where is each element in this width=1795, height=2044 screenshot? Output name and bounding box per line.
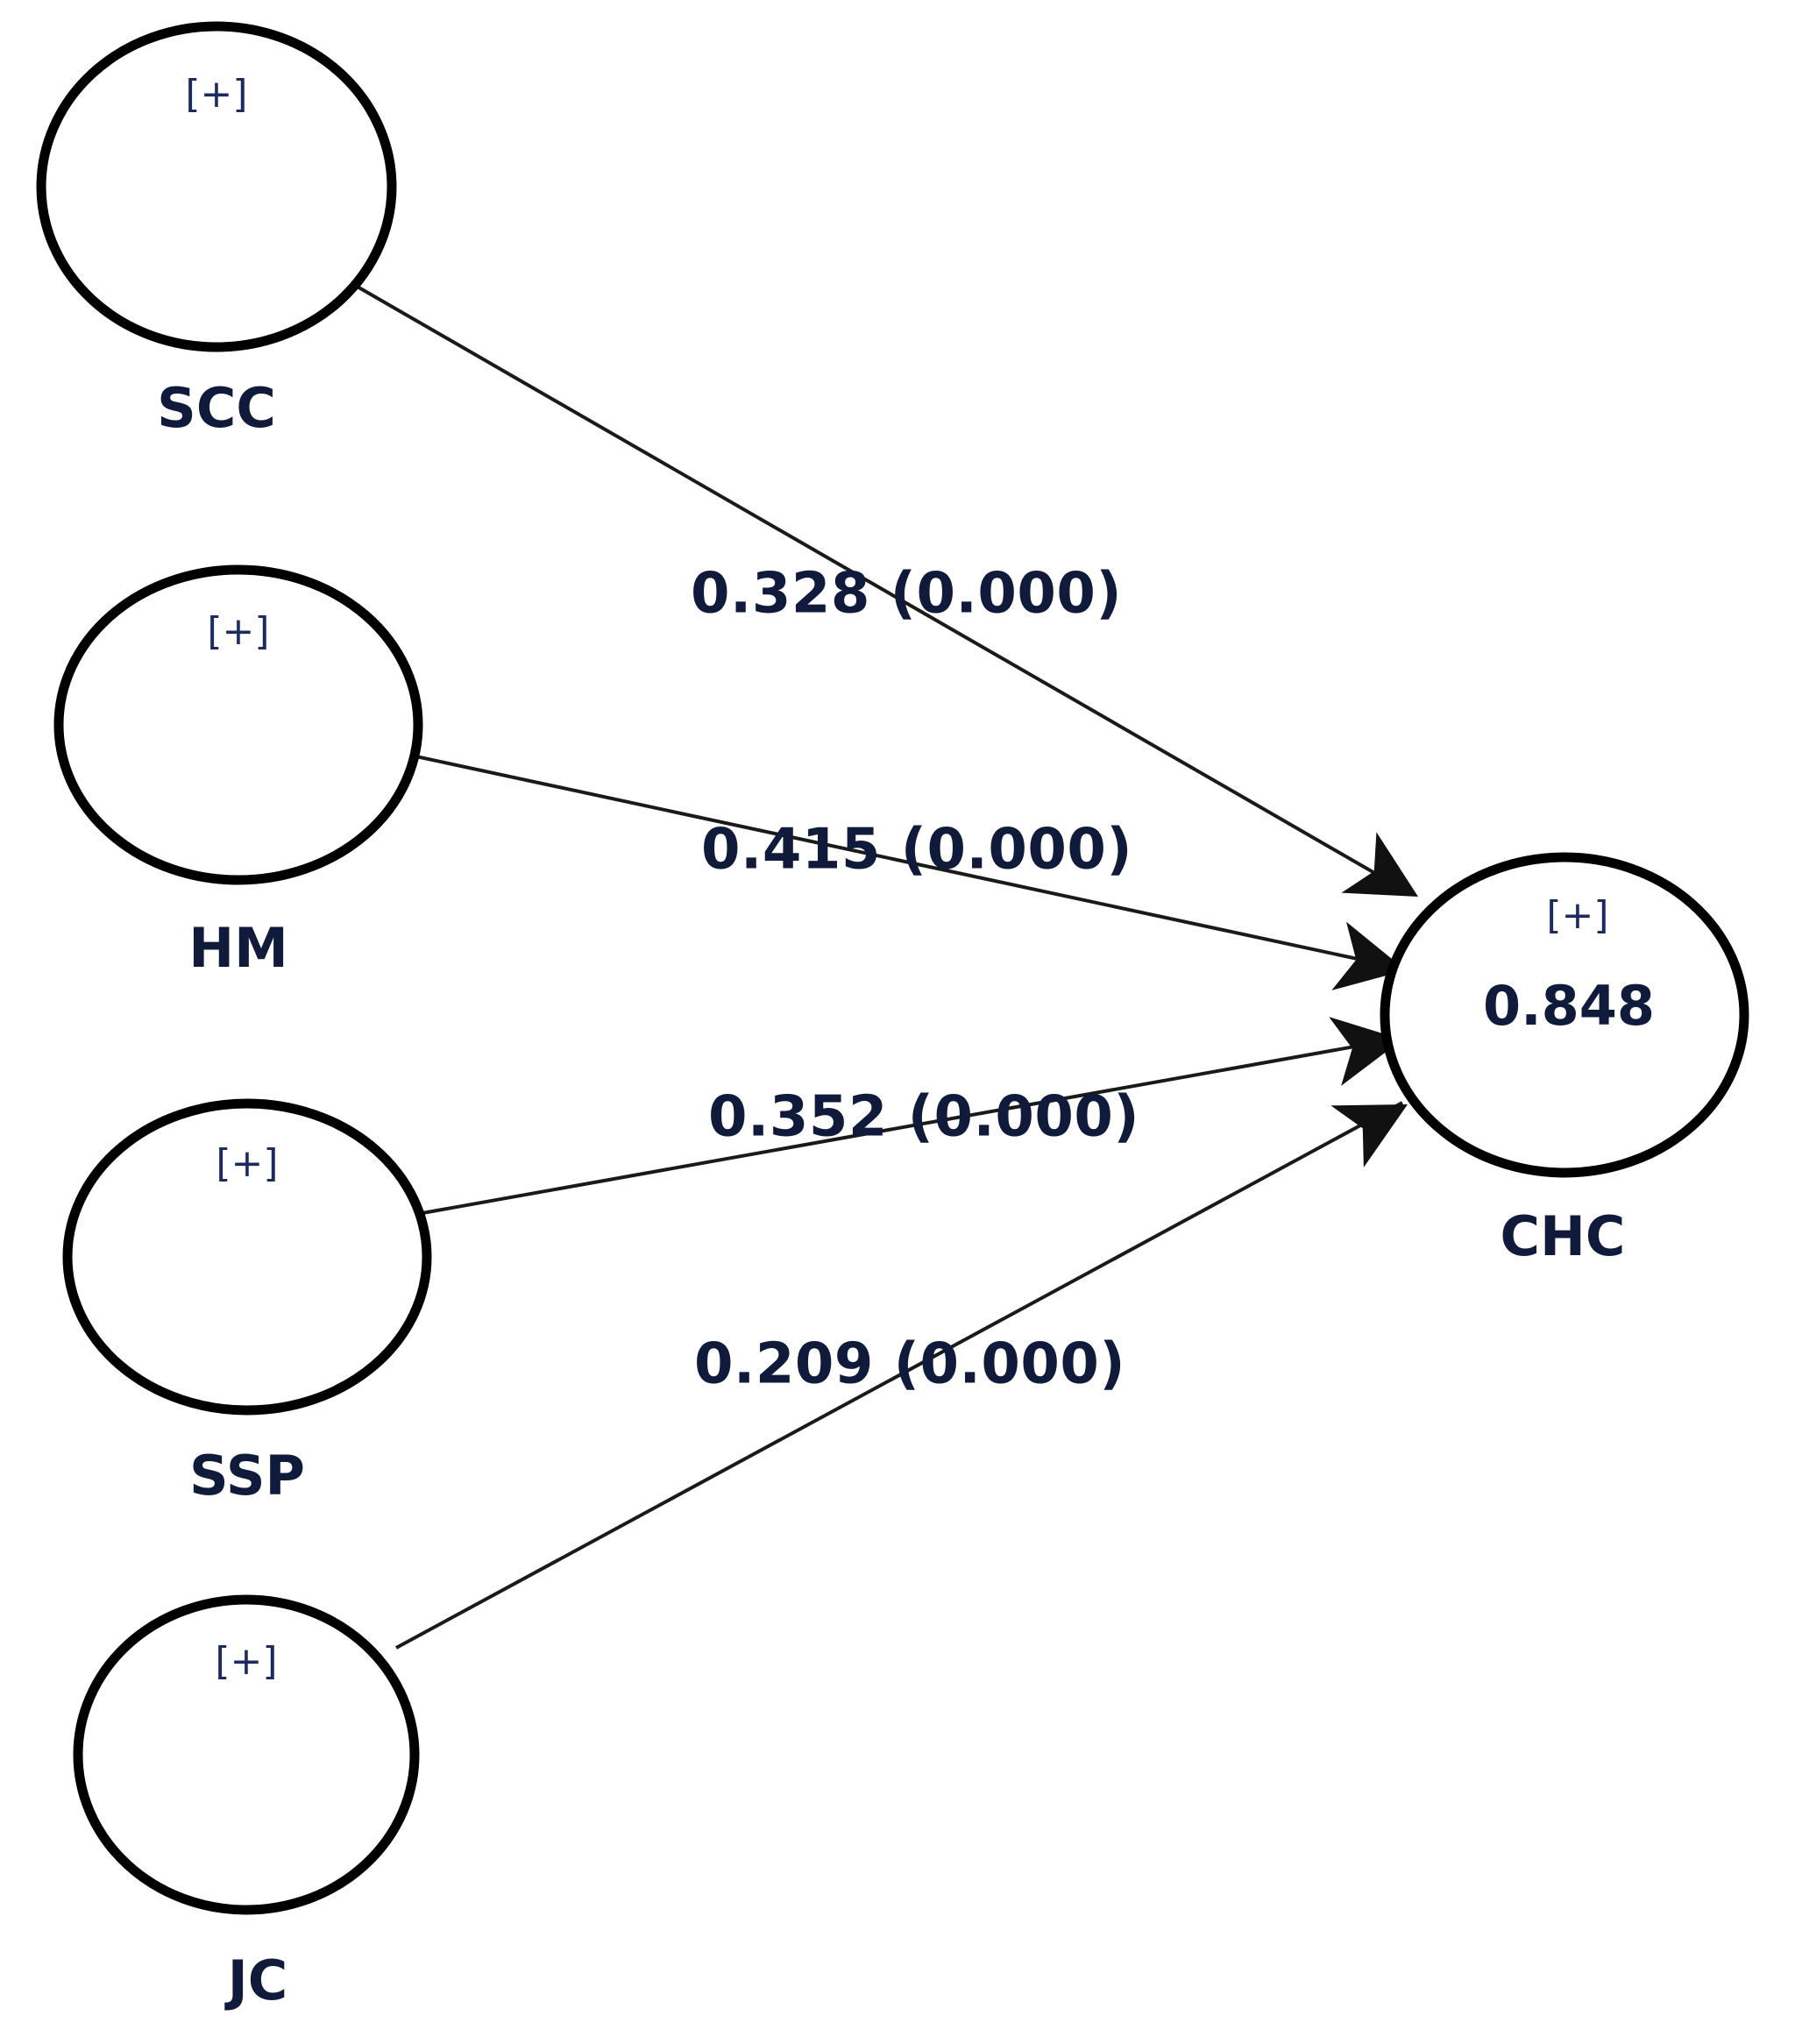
node-ssp[interactable]: [+] [62,1098,432,1416]
path-label-ssp-chc: 0.352 (0.000) [708,1085,1139,1150]
node-chc-ellipse[interactable] [1380,852,1749,1178]
node-chc[interactable]: [+] 0.848 [1380,852,1749,1178]
node-jc-caption: JC [224,1948,288,2012]
node-hm[interactable]: [+] [53,564,423,885]
node-chc-caption: CHC [1501,1204,1626,1268]
node-scc-badge: [+] [185,72,247,117]
node-hm-ellipse[interactable] [53,564,423,885]
node-chc-badge: [+] [1546,893,1608,938]
node-chc-r-squared: 0.848 [1483,974,1655,1038]
node-ssp-caption: SSP [189,1444,305,1508]
path-label-hm-chc: 0.415 (0.000) [701,818,1132,883]
path-line-hm-chc [411,754,1403,970]
path-line-scc-chc [343,277,1412,896]
node-hm-caption: HM [188,916,288,980]
node-hm-badge: [+] [207,609,269,654]
node-jc[interactable]: [+] [73,1594,420,1915]
node-jc-badge: [+] [215,1639,277,1684]
node-ssp-badge: [+] [216,1141,278,1186]
path-label-jc-chc: 0.209 (0.000) [694,1332,1125,1397]
path-label-scc-chc: 0.328 (0.000) [691,562,1122,627]
node-scc[interactable]: [+] [36,21,397,352]
node-scc-ellipse[interactable] [36,21,397,352]
node-scc-caption: SCC [157,376,276,440]
path-line-ssp-chc [422,1037,1400,1215]
node-jc-ellipse[interactable] [73,1594,420,1915]
path-line-jc-chc [395,1101,1403,1650]
node-ssp-ellipse[interactable] [62,1098,432,1416]
